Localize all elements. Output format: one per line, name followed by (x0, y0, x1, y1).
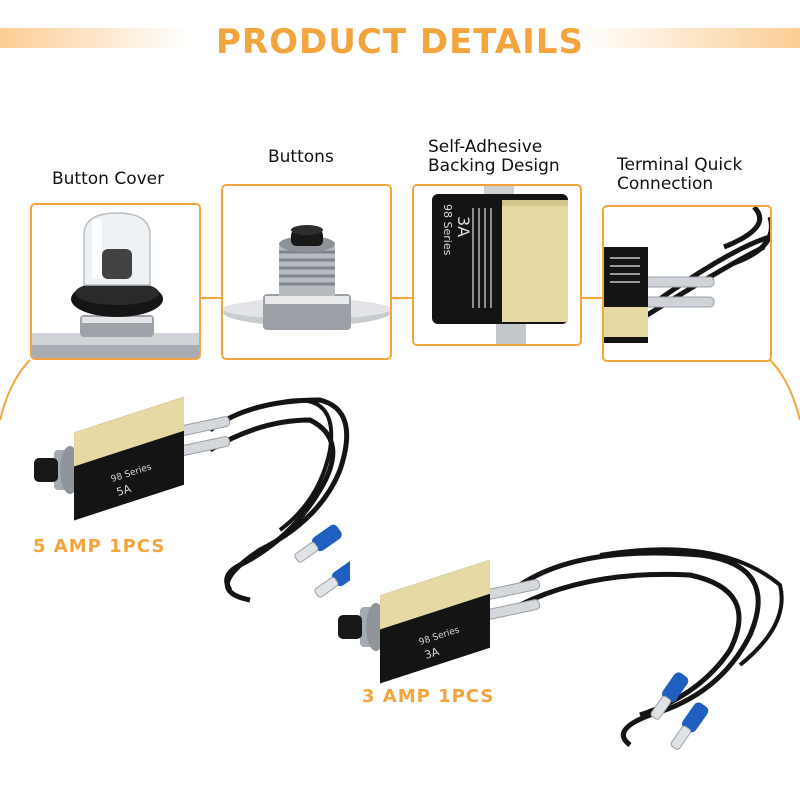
breaker-3a-rating: 3A (423, 645, 441, 662)
label-3-amp: 3 AMP 1PCS (362, 686, 495, 707)
panel-button-cover (30, 203, 201, 360)
panel-self-adhesive: 98 Series 3A (412, 184, 582, 346)
caption-terminal-line2: Connection (617, 174, 714, 194)
detail-series-text: 98 Series (441, 204, 454, 256)
self-adhesive-image: 98 Series 3A (432, 186, 568, 344)
breaker-3a-image: 98 Series 3A (338, 547, 784, 750)
panel-buttons (221, 184, 392, 360)
buttons-image (223, 225, 390, 330)
caption-self-adhesive: Self-Adhesive Backing Design (428, 138, 560, 176)
caption-buttons: Buttons (268, 147, 334, 167)
caption-self-adhesive-line2: Backing Design (428, 156, 560, 176)
terminal-image (604, 207, 770, 343)
header-accent-left (0, 28, 190, 48)
page-title: PRODUCT DETAILS (216, 22, 584, 62)
header-accent-right (580, 28, 800, 48)
detail-rating-text: 3A (454, 216, 473, 237)
caption-self-adhesive-line1: Self-Adhesive (428, 137, 543, 157)
caption-button-cover: Button Cover (52, 169, 165, 189)
breaker-5a-rating: 5A (115, 482, 133, 499)
button-cover-image (32, 212, 199, 358)
label-5-amp: 5 AMP 1PCS (33, 536, 166, 557)
breaker-5a-image: 98 Series 5A (34, 396, 350, 603)
caption-terminal-line1: Terminal Quick (617, 155, 743, 175)
caption-terminal: Terminal Quick Connection (617, 156, 742, 194)
panel-terminal (602, 205, 772, 362)
